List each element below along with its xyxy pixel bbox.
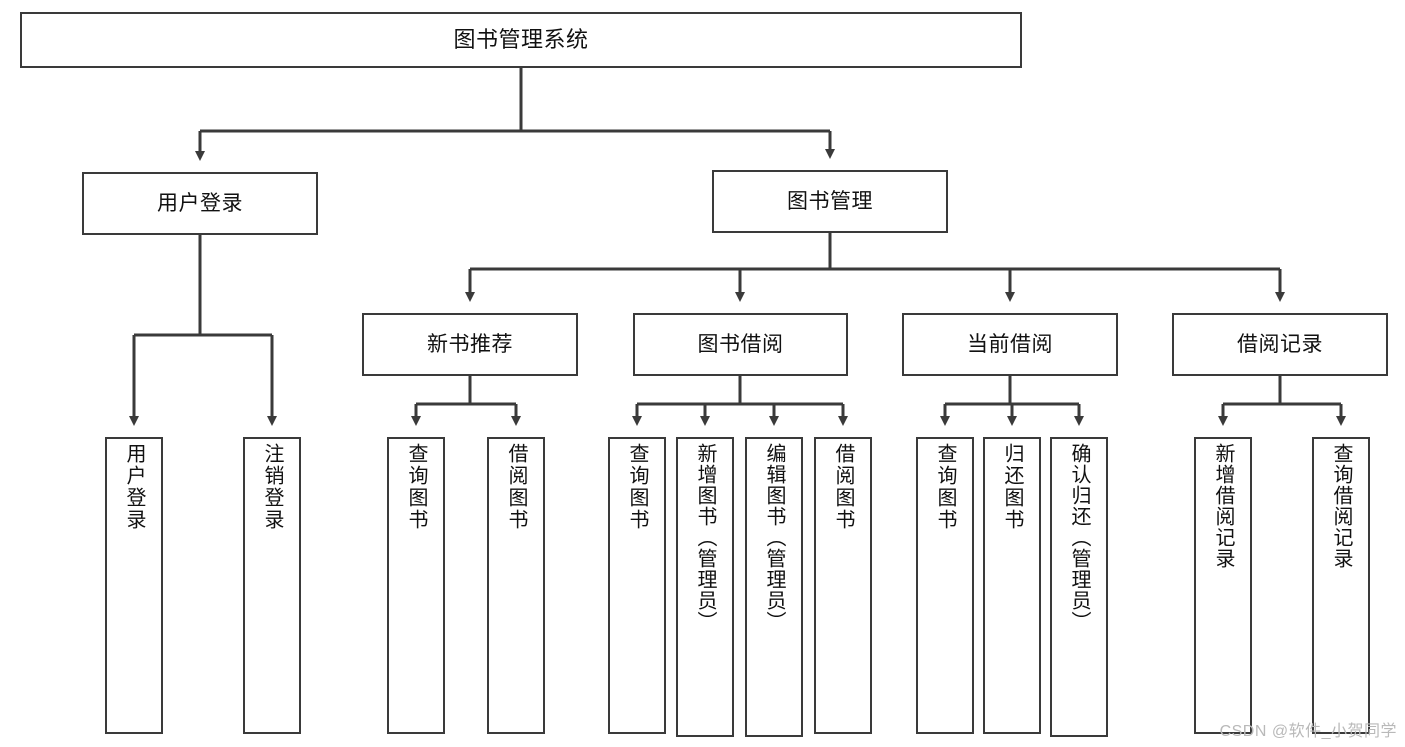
node-label: 查询借阅记录 — [1330, 443, 1352, 569]
node-label: 借阅图书 — [832, 443, 854, 531]
node-book-management[interactable]: 图书管理 — [712, 170, 948, 233]
node-leaf-logout[interactable]: 注销登录 — [243, 437, 301, 734]
node-label: 图书管理 — [787, 189, 873, 213]
node-leaf-query-book-3[interactable]: 查询图书 — [916, 437, 974, 734]
node-leaf-query-book-2[interactable]: 查询图书 — [608, 437, 666, 734]
node-label: 图书借阅 — [697, 332, 784, 356]
node-user-login[interactable]: 用户登录 — [82, 172, 318, 235]
node-label: 编辑图书（管理员） — [763, 443, 785, 632]
node-label: 新增借阅记录 — [1212, 443, 1234, 569]
node-label: 新增图书（管理员） — [694, 443, 716, 632]
node-label: 归还图书 — [1001, 443, 1023, 531]
node-label: 新书推荐 — [427, 332, 513, 356]
node-leaf-confirm-return[interactable]: 确认归还（管理员） — [1050, 437, 1108, 737]
node-leaf-user-login[interactable]: 用户登录 — [105, 437, 163, 734]
node-leaf-return-book[interactable]: 归还图书 — [983, 437, 1041, 734]
node-label: 借阅记录 — [1237, 332, 1323, 356]
node-label: 注销登录 — [261, 443, 283, 531]
node-leaf-add-book[interactable]: 新增图书（管理员） — [676, 437, 734, 737]
node-leaf-query-book-1[interactable]: 查询图书 — [387, 437, 445, 734]
node-leaf-borrow-book-1[interactable]: 借阅图书 — [487, 437, 545, 734]
node-leaf-add-record[interactable]: 新增借阅记录 — [1194, 437, 1252, 734]
node-borrowing-record[interactable]: 借阅记录 — [1172, 313, 1388, 376]
watermark: CSDN @软件_小贺同学 — [1219, 723, 1397, 740]
node-label: 当前借阅 — [967, 332, 1053, 356]
node-leaf-borrow-book-2[interactable]: 借阅图书 — [814, 437, 872, 734]
node-new-book-recommendation[interactable]: 新书推荐 — [362, 313, 578, 376]
node-book-borrowing[interactable]: 图书借阅 — [633, 313, 848, 376]
node-label: 用户登录 — [123, 443, 145, 531]
node-label: 借阅图书 — [505, 443, 527, 531]
node-label: 确认归还（管理员） — [1068, 443, 1090, 632]
node-label: 用户登录 — [157, 191, 243, 215]
node-label: 图书管理系统 — [453, 26, 589, 52]
node-label: 查询图书 — [405, 443, 427, 531]
node-leaf-query-record[interactable]: 查询借阅记录 — [1312, 437, 1370, 734]
node-label: 查询图书 — [934, 443, 956, 531]
node-leaf-edit-book[interactable]: 编辑图书（管理员） — [745, 437, 803, 737]
node-current-borrowing[interactable]: 当前借阅 — [902, 313, 1118, 376]
node-book-management-system[interactable]: 图书管理系统 — [20, 12, 1022, 68]
node-label: 查询图书 — [626, 443, 648, 531]
